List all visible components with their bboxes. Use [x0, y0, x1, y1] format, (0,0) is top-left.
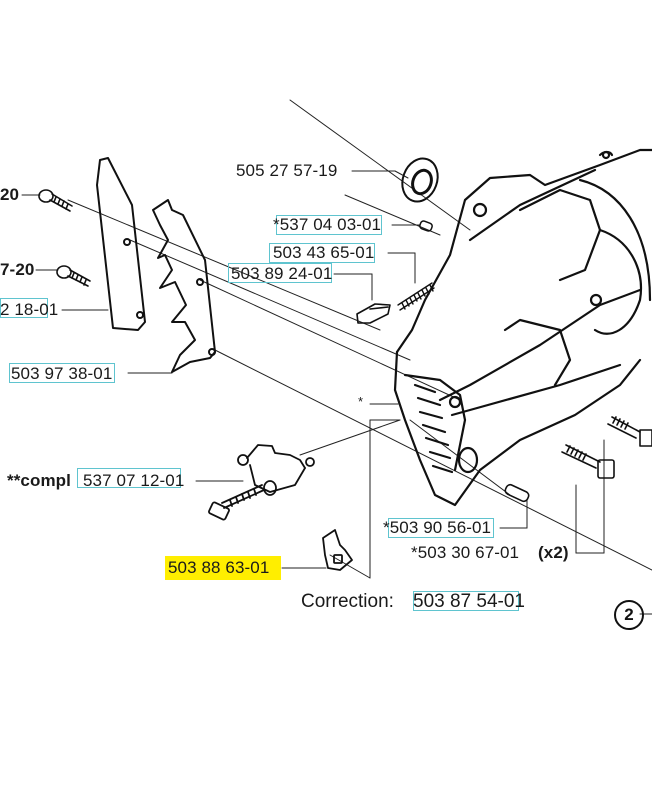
guide-pin	[504, 483, 530, 503]
chain-catcher	[152, 199, 216, 373]
label-seal[interactable]: 505 27 57-19	[236, 161, 338, 180]
bolt-lower	[561, 444, 615, 479]
highlight-clip	[165, 556, 281, 580]
label-plate[interactable]: 503 89 24-01	[231, 264, 333, 283]
label-tensioner-prefix: **compl	[7, 471, 71, 490]
plate-piece	[356, 303, 391, 324]
screw-upper	[38, 189, 73, 212]
label-bolts-qty: (x2)	[538, 543, 569, 562]
label-clip[interactable]: 503 88 63-01	[168, 558, 270, 577]
label-chain-catcher[interactable]: 503 97 38-01	[11, 364, 113, 383]
label-guide-pin[interactable]: *503 90 56-01	[383, 518, 492, 537]
label-asterisk: *	[358, 394, 364, 409]
crankcase	[393, 148, 652, 507]
label-cover-partial[interactable]: 2 18-01	[0, 300, 59, 319]
label-partial-mid-left: 7-20	[0, 260, 35, 279]
clip	[322, 529, 353, 571]
label-spring[interactable]: 503 43 65-01	[273, 243, 375, 262]
screw-lower	[56, 265, 91, 287]
side-plate	[96, 157, 146, 331]
seal-ring	[401, 157, 439, 203]
bolt-upper	[607, 416, 652, 447]
chain-tensioner	[208, 444, 315, 521]
label-partial-top-left: 20	[0, 185, 20, 204]
correction-value[interactable]: 503 87 54-01	[413, 591, 525, 612]
label-bolts[interactable]: *503 30 67-01	[411, 543, 520, 562]
spring	[397, 282, 435, 311]
callout-number: 2	[614, 600, 644, 630]
label-pin[interactable]: *537 04 03-01	[273, 215, 382, 234]
correction-label: Correction:	[301, 591, 394, 612]
pin	[419, 220, 433, 232]
leader-lines	[21, 99, 652, 615]
label-tensioner[interactable]: 537 07 12-01	[83, 471, 185, 490]
